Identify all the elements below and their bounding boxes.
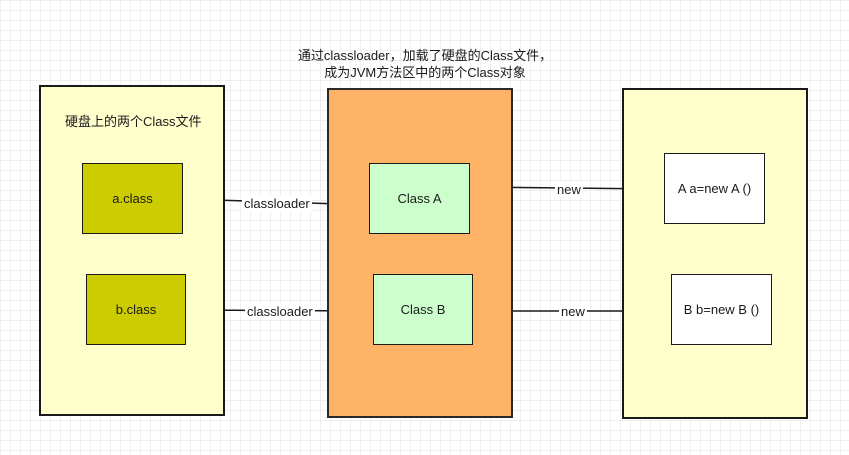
- class-a-node: Class A: [369, 163, 470, 234]
- file-b-label: b.class: [115, 302, 157, 317]
- method-area-panel: [327, 88, 513, 418]
- edge-label-load-b: classloader: [245, 304, 315, 319]
- class-a-label: Class A: [397, 191, 442, 206]
- object-b-label: B b=new B (): [683, 301, 760, 317]
- file-a-class: a.class: [82, 163, 183, 234]
- edge-label-load-a: classloader: [242, 196, 312, 211]
- disk-panel: [39, 85, 225, 416]
- file-b-class: b.class: [86, 274, 186, 345]
- object-a-label: A a=new A (): [677, 180, 752, 196]
- edge-label-new-a: new: [555, 182, 583, 197]
- file-a-label: a.class: [112, 191, 153, 206]
- object-b-node: B b=new B (): [671, 274, 772, 345]
- class-b-node: Class B: [373, 274, 473, 345]
- object-a-node: A a=new A (): [664, 153, 765, 224]
- caption-line-2: 成为JVM方法区中的两个Class对象: [324, 65, 526, 80]
- heap-panel: [622, 88, 808, 419]
- caption-line-1: 通过classloader，加载了硬盘的Class文件，: [297, 48, 553, 63]
- diagram-caption: 通过classloader，加载了硬盘的Class文件， 成为JVM方法区中的两…: [285, 47, 565, 81]
- edge-label-new-b: new: [559, 304, 587, 319]
- class-b-label: Class B: [400, 302, 446, 317]
- disk-panel-title: 硬盘上的两个Class文件: [65, 114, 202, 129]
